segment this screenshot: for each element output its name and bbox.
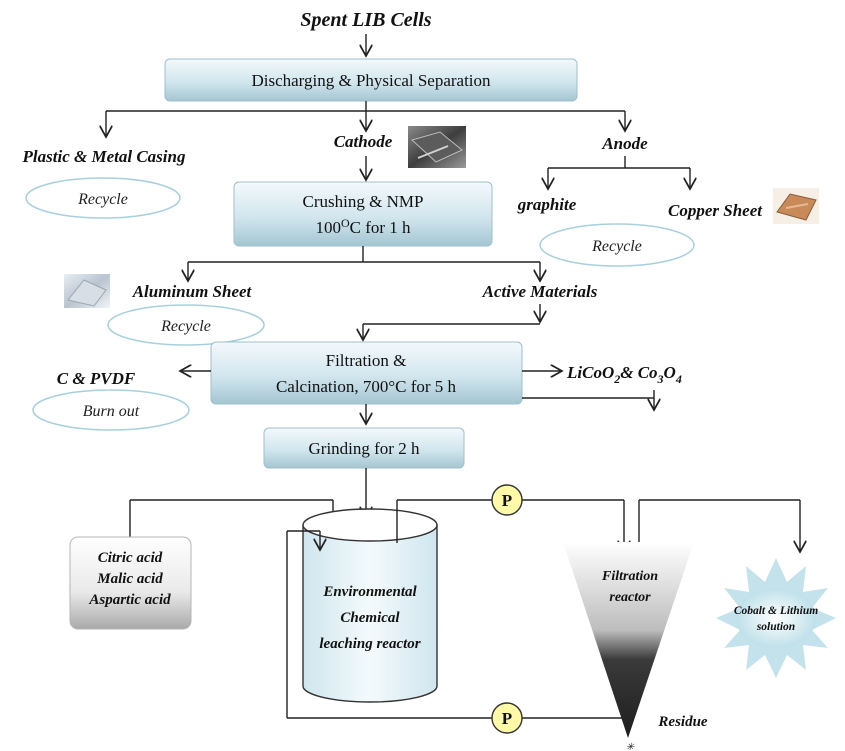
- cathode-label: Cathode: [334, 132, 393, 151]
- recycle-ellipse-casing: Recycle: [25, 177, 181, 219]
- pump-top-icon: P: [491, 484, 523, 516]
- copper-sheet-label: Copper Sheet: [668, 201, 763, 220]
- anode-label: Anode: [601, 134, 648, 153]
- copper-photo-icon: [773, 188, 819, 224]
- aluminum-sheet-label: Aluminum Sheet: [132, 282, 253, 301]
- discharging-label: Discharging & Physical Separation: [251, 71, 491, 90]
- acid-aspartic: Aspartic acid: [88, 592, 171, 608]
- reactor-label-line1: Environmental: [322, 584, 417, 600]
- product-label-line1: Cobalt & Lithium: [734, 605, 818, 617]
- leaching-reactor: Environmental Chemical leaching reactor: [302, 508, 438, 703]
- recycle-label: Recycle: [77, 191, 128, 208]
- licoo2-co3o4-label: LiCoO2& Co3O4: [566, 363, 682, 386]
- filtration-reactor-line2: reactor: [609, 590, 651, 605]
- plastic-casing-label: Plastic & Metal Casing: [22, 147, 186, 166]
- product-label-line2: solution: [756, 621, 795, 633]
- pump-label: P: [502, 491, 512, 510]
- reactor-label-line2: Chemical: [340, 610, 400, 626]
- drip-icon: ✳: [626, 742, 635, 751]
- recycle-label: Recycle: [591, 238, 642, 255]
- pump-label: P: [502, 709, 512, 728]
- filtration-reactor-line1: Filtration: [601, 569, 658, 584]
- product-sun-icon: Cobalt & Lithium solution: [716, 558, 836, 678]
- filtration-reactor: Filtration reactor: [563, 542, 694, 738]
- grinding-label: Grinding for 2 h: [309, 439, 420, 458]
- active-materials-label: Active Materials: [482, 282, 598, 301]
- spent-cells-label: Spent LIB Cells: [300, 9, 431, 31]
- recycle-ellipse-anode: Recycle: [539, 223, 695, 267]
- reactor-label-line3: leaching reactor: [319, 636, 420, 652]
- filtration-calcination-box: Filtration & Calcination, 700°C for 5 h: [210, 341, 523, 405]
- graphite-label: graphite: [517, 195, 577, 214]
- crushing-label-line1: Crushing & NMP: [303, 192, 424, 211]
- acids-box: Citric acid Malic acid Aspartic acid: [69, 536, 192, 630]
- filtration-label-line1: Filtration &: [326, 351, 407, 370]
- acid-malic: Malic acid: [96, 571, 163, 587]
- grinding-box: Grinding for 2 h: [263, 427, 465, 469]
- pump-bottom-icon: P: [491, 702, 523, 734]
- filtration-label-line2: Calcination, 700°C for 5 h: [276, 377, 457, 396]
- residue-label: Residue: [657, 714, 708, 730]
- c-pvdf-label: C & PVDF: [57, 369, 136, 388]
- cathode-photo-icon: [408, 126, 466, 168]
- acid-citric: Citric acid: [98, 550, 163, 566]
- aluminum-photo-icon: [64, 274, 110, 308]
- burn-out-label: Burn out: [83, 403, 140, 420]
- recycle-ellipse-aluminum: Recycle: [107, 304, 265, 346]
- recycle-label: Recycle: [160, 318, 211, 335]
- burn-out-ellipse: Burn out: [32, 389, 190, 431]
- discharging-box: Discharging & Physical Separation: [164, 58, 578, 102]
- crushing-box: Crushing & NMP 100OC for 1 h: [233, 181, 493, 247]
- crushing-label-line2: 100OC for 1 h: [315, 216, 411, 237]
